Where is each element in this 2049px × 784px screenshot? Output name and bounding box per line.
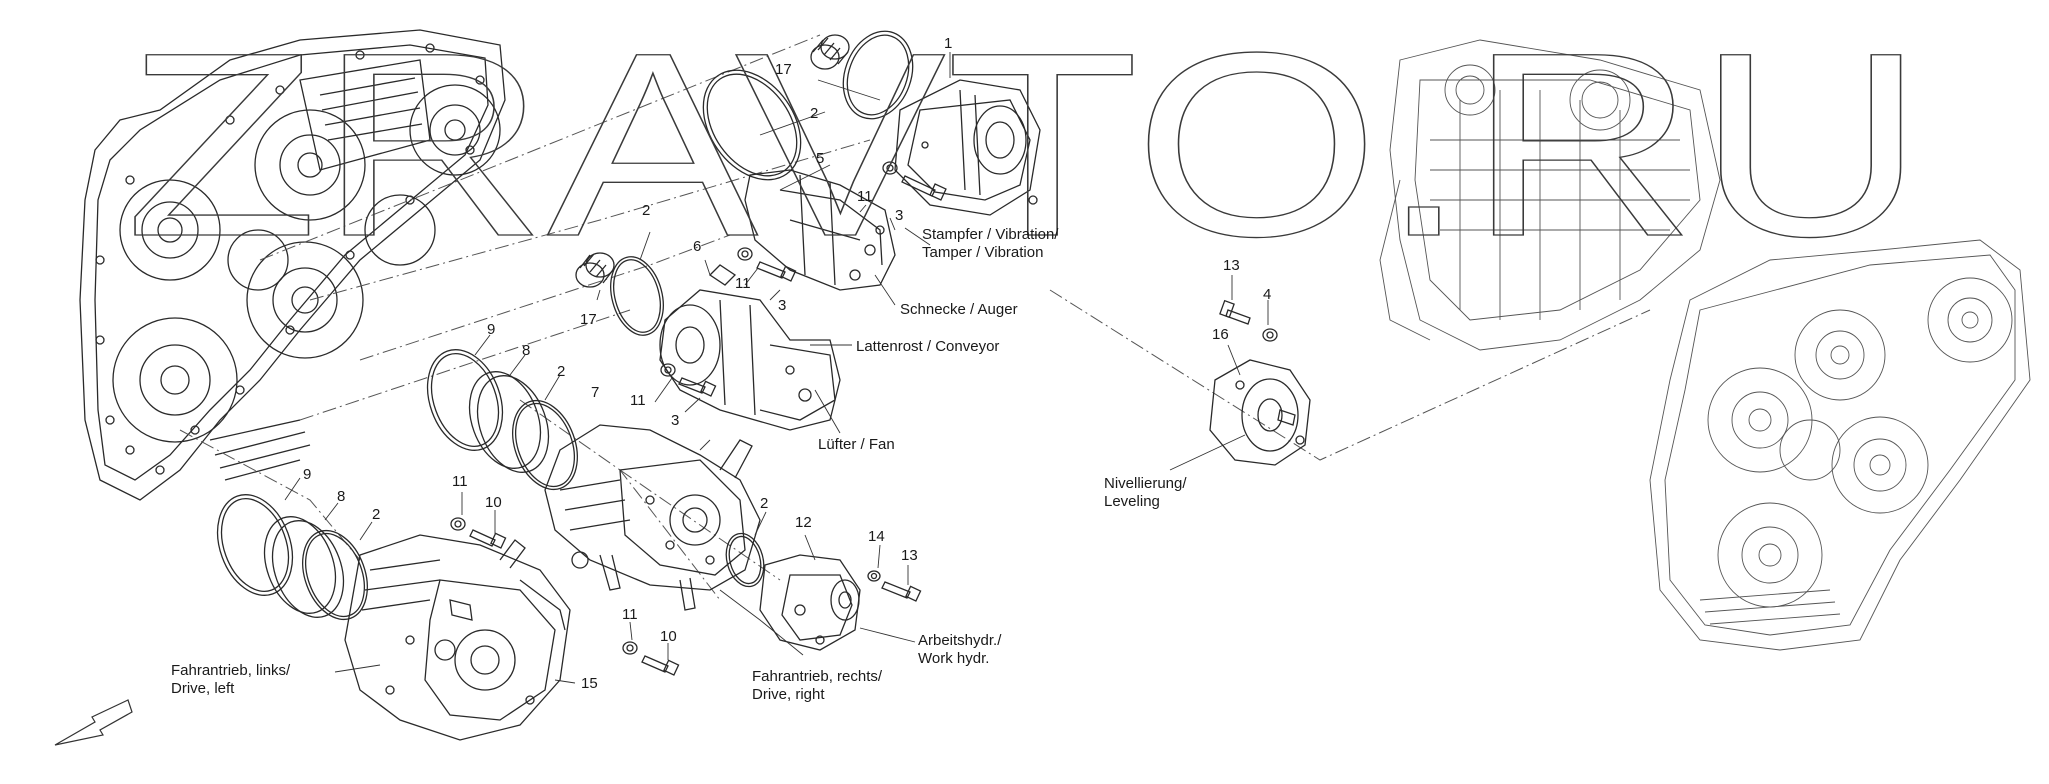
callout-17: 17 <box>775 61 792 78</box>
pump-drive-left <box>344 534 571 741</box>
callout-7: 7 <box>591 384 600 401</box>
callout-8: 8 <box>522 342 531 359</box>
label-work-hydraulics: Arbeitshydr./ Work hydr. <box>918 632 1001 668</box>
pump-work-hydraulics <box>759 554 861 651</box>
callout-13: 13 <box>901 547 918 564</box>
callout-4: 4 <box>1263 286 1272 303</box>
callout-13: 13 <box>1223 257 1240 274</box>
callout-3: 3 <box>895 207 904 224</box>
callout-8: 8 <box>337 488 346 505</box>
callout-9: 9 <box>487 321 496 338</box>
pump-drive-gearbox <box>79 29 506 501</box>
label-drive-right-en: Drive, right <box>752 686 825 703</box>
label-drive-left-de: Fahrantrieb, links/ <box>171 662 291 679</box>
callout-2: 2 <box>642 202 651 219</box>
label-drive-right: Fahrantrieb, rechts/ Drive, right <box>752 668 882 704</box>
callout-3: 3 <box>671 412 680 429</box>
label-fan: Lüfter / Fan <box>818 436 895 453</box>
label-drive-right-de: Fahrantrieb, rechts/ <box>752 668 883 685</box>
label-work-en: Work hydr. <box>918 650 990 667</box>
callout-5: 5 <box>816 150 825 167</box>
callout-1: 1 <box>944 35 953 52</box>
label-auger: Schnecke / Auger <box>900 301 1018 318</box>
callout-9: 9 <box>303 466 312 483</box>
callout-11: 11 <box>735 275 751 292</box>
pump-conveyor <box>659 264 841 431</box>
label-tamper-de: Stampfer / Vibration/ <box>922 226 1059 243</box>
callout-6: 6 <box>693 238 702 255</box>
label-work-de: Arbeitshydr./ <box>918 632 1002 649</box>
bush-17-top <box>810 34 850 70</box>
pump-drive-right <box>544 424 761 611</box>
label-leveling-de: Nivellierung/ <box>1104 475 1187 492</box>
label-leveling: Nivellierung/ Leveling <box>1104 475 1187 511</box>
label-tamper-en: Tamper / Vibration <box>922 244 1044 261</box>
pump-tamper <box>894 79 1041 216</box>
callout-2: 2 <box>557 363 566 380</box>
engine-assembly <box>1379 39 2031 651</box>
callout-14: 14 <box>868 528 885 545</box>
callout-2: 2 <box>760 495 769 512</box>
callout-3: 3 <box>778 297 787 314</box>
pump-auger <box>702 69 896 291</box>
callout-11: 11 <box>622 606 638 623</box>
label-drive-left: Fahrantrieb, links/ Drive, left <box>171 662 290 698</box>
label-tamper: Stampfer / Vibration/ Tamper / Vibration <box>922 226 1058 262</box>
callout-2: 2 <box>810 105 819 122</box>
label-drive-left-en: Drive, left <box>171 680 235 697</box>
callout-17: 17 <box>580 311 597 328</box>
callout-10: 10 <box>660 628 677 645</box>
callout-2: 2 <box>372 506 381 523</box>
pump-leveling <box>1209 359 1311 466</box>
label-conveyor: Lattenrost / Conveyor <box>856 338 1000 355</box>
bush-17-lower <box>575 252 615 288</box>
callout-10: 10 <box>485 494 502 511</box>
callout-12: 12 <box>795 514 812 531</box>
callout-16: 16 <box>1212 326 1229 343</box>
label-leveling-en: Leveling <box>1104 493 1160 510</box>
direction-arrow-icon <box>54 699 133 746</box>
callout-11: 11 <box>630 392 646 409</box>
callout-11: 11 <box>452 473 468 490</box>
callout-11: 11 <box>857 188 873 205</box>
callout-15: 15 <box>581 675 598 692</box>
